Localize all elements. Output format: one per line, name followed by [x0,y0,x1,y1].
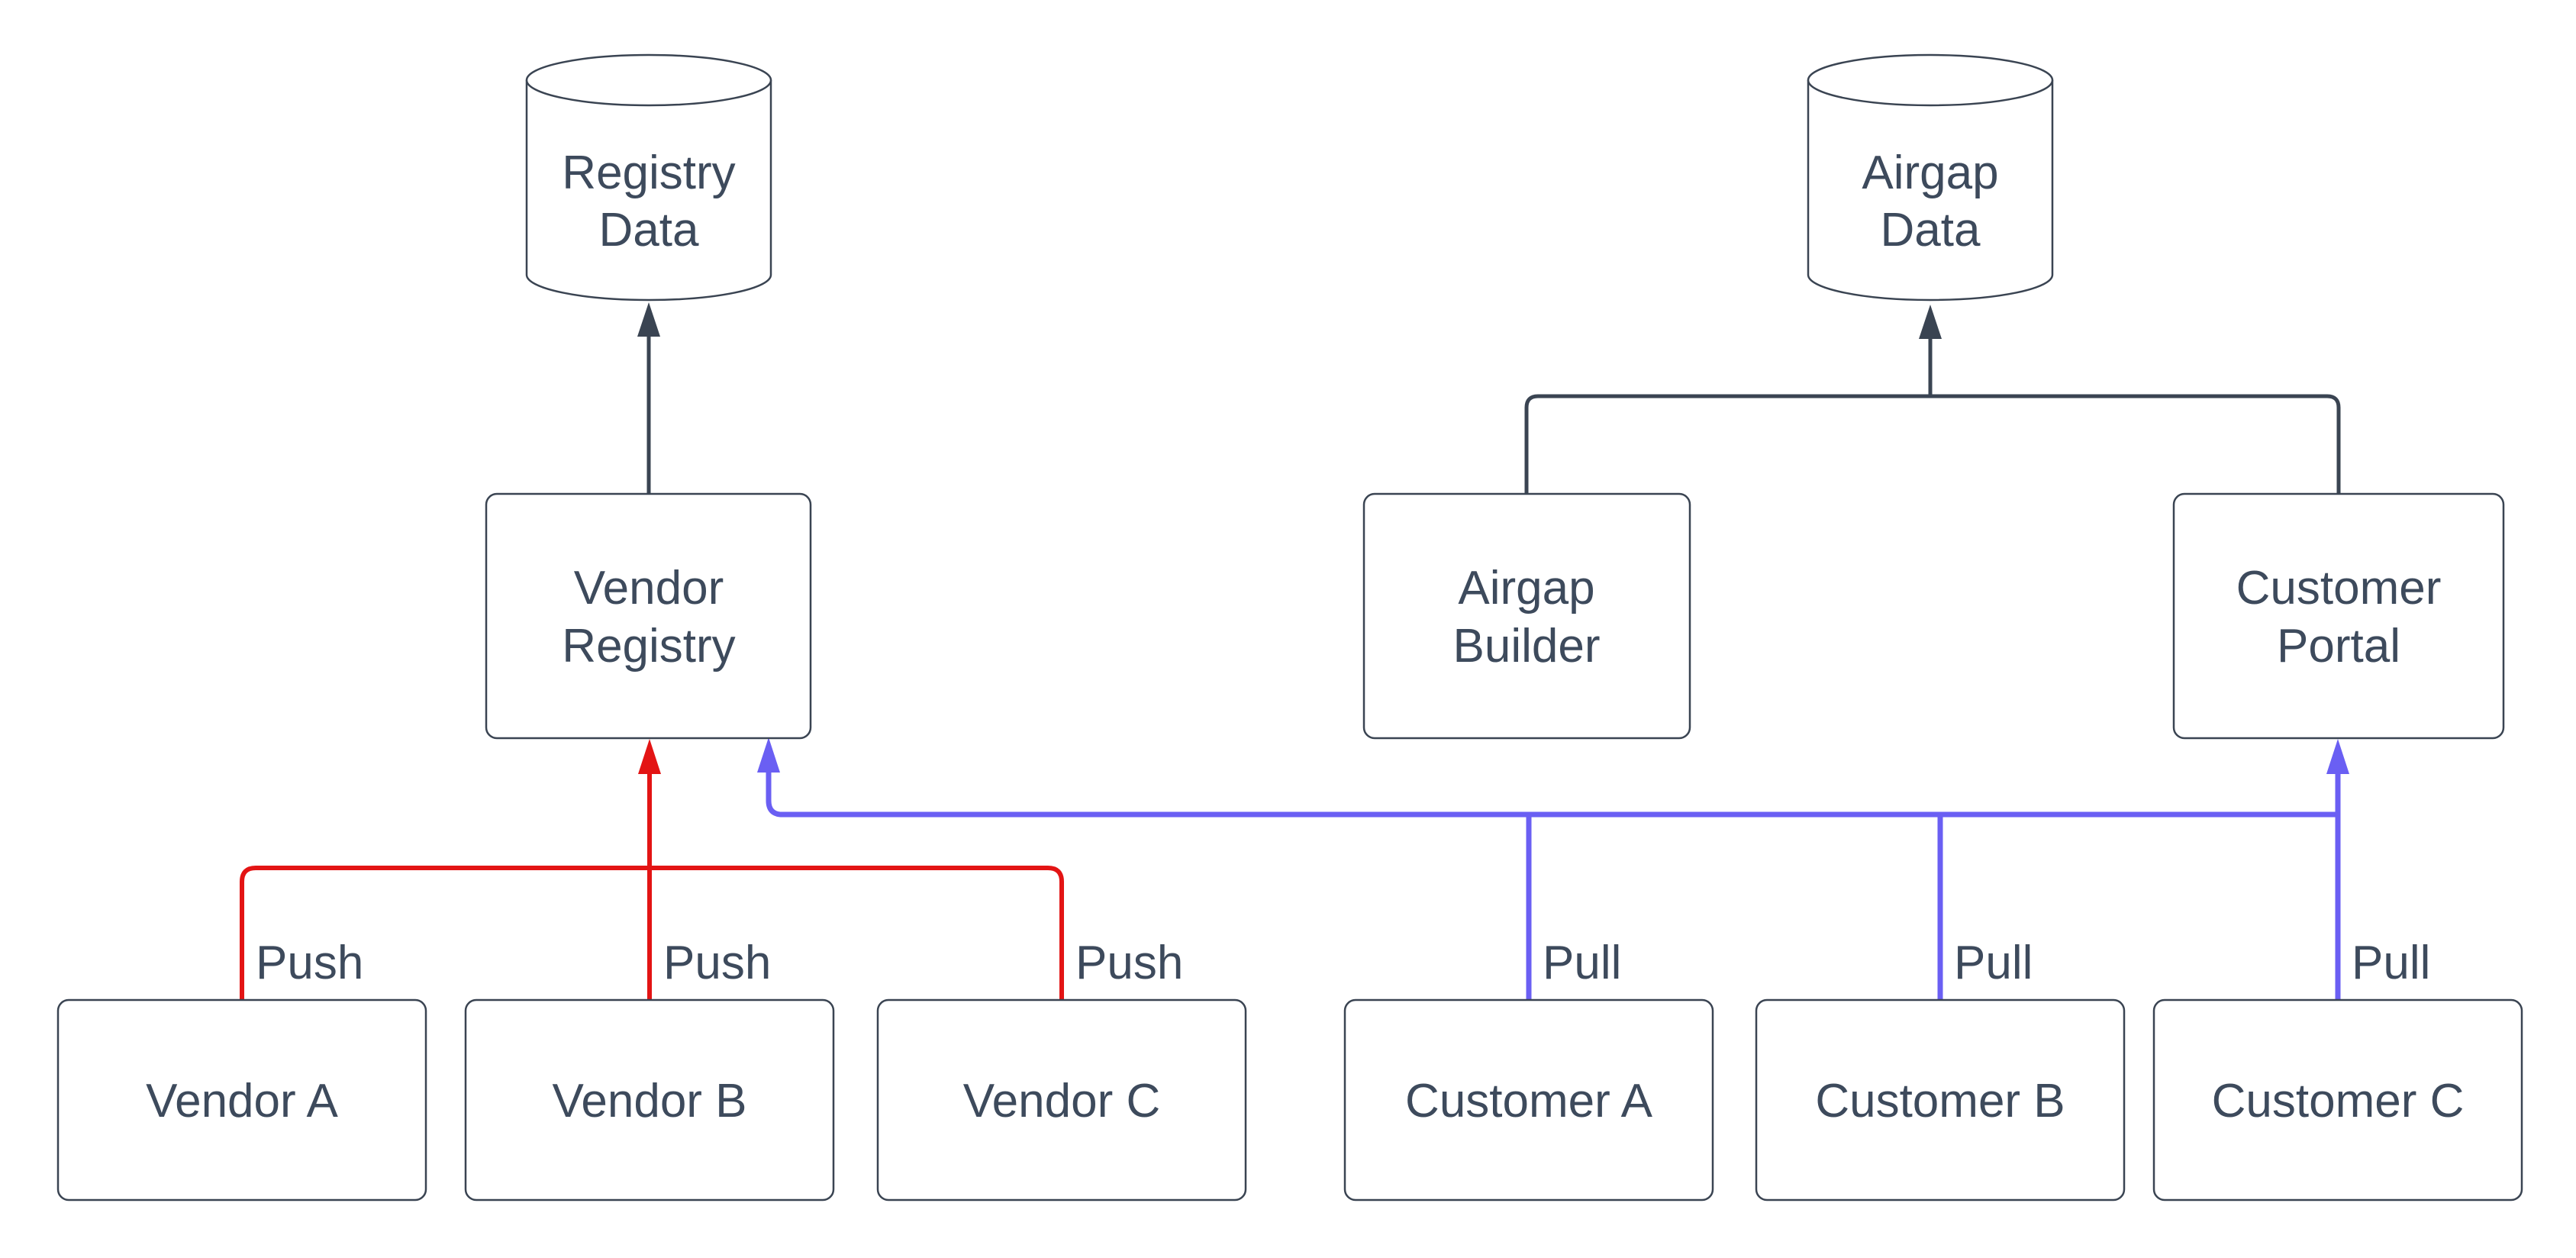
registry-data-cylinder [525,53,772,302]
arrowhead-into-customer-portal [2326,739,2349,774]
pull-label-customer-c: Pull [2352,937,2430,989]
arrowhead-into-airgap-data [1919,305,1942,339]
leaf-shapes [56,998,2523,1202]
push-label-vendor-b: Push [663,937,771,989]
pull-arrowheads [757,737,2349,774]
airgap-builder-label-line1: Airgap [1458,562,1594,614]
edge-builder-portal-to-airgap-data [1524,394,2341,498]
service-shapes [485,492,2505,740]
push-label-vendor-c: Push [1075,937,1183,989]
push-label-vendor-a: Push [256,937,363,989]
push-arrowheads [638,739,661,774]
customer-portal-label-line1: Customer [2236,562,2442,614]
customer-c-label: Customer C [2212,1075,2465,1127]
customer-portal-label-line2: Portal [2277,620,2400,673]
airgap-builder-label-line2: Builder [1453,620,1601,673]
vendor-registry-label-line1: Vendor [574,562,724,614]
vendor-b-box [464,998,835,1202]
registry-data-label-line2: Data [599,204,699,256]
airgap-data-label-line1: Airgap [1862,147,1998,199]
registry-data-label-line1: Registry [562,147,735,199]
airgap-data-cylinder [1807,53,2054,302]
customer-b-label: Customer B [1815,1075,2065,1127]
datastore-shapes [525,53,2054,302]
customer-a-box [1343,998,1714,1202]
dark-arrowheads [637,302,1942,339]
vendor-a-label: Vendor A [146,1075,338,1127]
pull-edges [766,773,2341,1000]
pull-label-customer-b: Pull [1954,937,2033,989]
vendor-a-box [56,998,427,1202]
edge-labels: Push Push Push Pull Pull Pull [256,937,2430,989]
customer-c-box [2152,998,2523,1202]
push-edges [240,773,1064,1000]
airgap-builder-box [1362,492,1691,740]
airgap-data-label-line2: Data [1881,204,1981,256]
pull-bus-line [766,773,2338,818]
pull-label-customer-a: Pull [1543,937,1621,989]
vendor-registry-label-line2: Registry [562,620,735,673]
customer-a-label: Customer A [1405,1075,1653,1127]
dark-edges [646,333,2341,498]
customer-portal-box [2172,492,2505,740]
vendor-b-label: Vendor B [552,1075,746,1127]
vendor-registry-box [485,492,812,740]
vendor-c-box [876,998,1247,1202]
node-labels: Registry Data Airgap Data Vendor Registr… [146,147,2464,1127]
arrowhead-into-registry-data [637,302,660,337]
arrowhead-into-vendor-registry-red [638,739,661,774]
arrowhead-into-vendor-registry-blue [757,737,780,773]
customer-b-box [1755,998,2126,1202]
vendor-c-label: Vendor C [963,1075,1161,1127]
